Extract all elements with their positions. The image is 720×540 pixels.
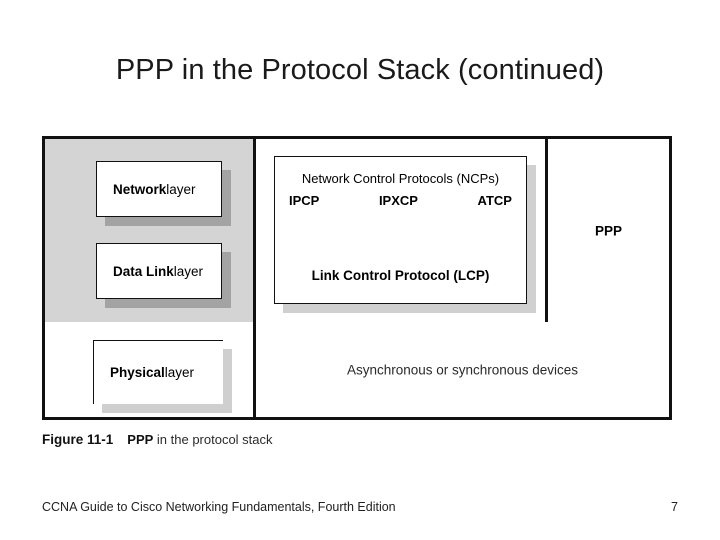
physical-layer-label-regular: layer	[164, 365, 195, 380]
figure-caption-bold: PPP	[127, 432, 154, 447]
page-title: PPP in the Protocol Stack (continued)	[115, 54, 605, 86]
lcp-label: Link Control Protocol (LCP)	[311, 268, 490, 283]
footer-page-number: 7	[671, 500, 678, 514]
footer-book-title: CCNA Guide to Cisco Networking Fundament…	[42, 500, 396, 514]
cell-devices: Asynchronous or synchronous devices	[256, 322, 669, 417]
slide-footer: CCNA Guide to Cisco Networking Fundament…	[42, 500, 678, 514]
vertical-divider-2	[545, 139, 548, 322]
table-row-lower: Physical layer Asynchronous or synchrono…	[45, 322, 669, 417]
cell-ppp-label: PPP	[548, 139, 669, 322]
ncp-item-list: IPCP IPXCP ATCP	[289, 193, 512, 208]
data-link-layer-label-bold: Data Link	[113, 263, 174, 279]
protocols-box: Network Control Protocols (NCPs) IPCP IP…	[274, 156, 527, 304]
ppp-label: PPP	[594, 223, 622, 238]
data-link-layer-label-regular: layer	[173, 263, 204, 279]
ncp-item-ipxcp: IPXCP	[378, 193, 418, 208]
physical-layer-label-bold: Physical	[110, 365, 165, 380]
figure-caption: Figure 11-1 PPP in the protocol stack	[42, 432, 273, 447]
protocol-stack-figure: Network layer Data Link layer Network Co…	[42, 136, 674, 456]
vertical-divider-3	[253, 322, 256, 417]
figure-caption-rest: in the protocol stack	[153, 432, 273, 447]
network-layer-label-bold: Network	[113, 181, 167, 197]
cell-ppp-protocols: Network Control Protocols (NCPs) IPCP IP…	[256, 139, 545, 322]
devices-label: Asynchronous or synchronous devices	[346, 362, 579, 377]
figure-number: Figure 11-1	[42, 432, 114, 447]
ncp-item-ipcp: IPCP	[289, 193, 320, 208]
ncp-title: Network Control Protocols (NCPs)	[301, 171, 500, 186]
vertical-divider-1	[253, 139, 256, 322]
ncp-item-atcp: ATCP	[477, 193, 512, 208]
protocol-stack-table: Network layer Data Link layer Network Co…	[42, 136, 672, 420]
cell-physical-layer: Physical layer	[45, 322, 253, 417]
cell-osi-layers: Network layer Data Link layer	[45, 139, 253, 322]
data-link-layer-box: Data Link layer	[96, 243, 222, 299]
table-row-upper: Network layer Data Link layer Network Co…	[45, 139, 669, 322]
network-layer-label-regular: layer	[166, 181, 196, 197]
physical-layer-box: Physical layer	[93, 340, 223, 404]
network-layer-box: Network layer	[96, 161, 222, 217]
